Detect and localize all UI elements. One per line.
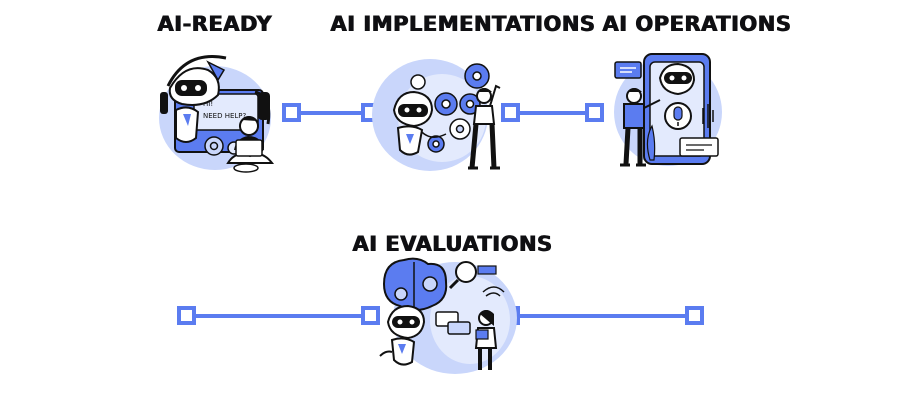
microphone-icon (664, 102, 692, 130)
brain-icon (382, 257, 448, 311)
robot-icon (658, 62, 696, 96)
chat-bubble-icon (435, 311, 471, 335)
robot-icon (379, 304, 426, 366)
person-icon (474, 310, 498, 370)
person-icon (620, 88, 661, 167)
wifi-icon (482, 286, 505, 297)
illustration-ai-implementations (372, 59, 501, 171)
person-icon (468, 84, 501, 170)
person-icon (226, 116, 275, 173)
connector-evaluation-left (177, 306, 380, 325)
stage-title-ai-ready: AI-READY (157, 12, 272, 36)
bubble-text-line1: HI! (203, 100, 213, 108)
robot-icon (392, 90, 434, 156)
stage-title-ai-evaluations: AI EVALUATIONS (352, 232, 553, 256)
illustration-ai-evaluations (379, 257, 517, 374)
robot-icon (168, 67, 220, 143)
connector-evaluation-right (501, 306, 704, 325)
connector-ready-implementation (282, 103, 380, 122)
connector-implementation-operations (501, 103, 604, 122)
stage-title-ai-operations: AI OPERATIONS (602, 12, 791, 36)
illustration-ai-operations (614, 53, 722, 167)
magnifier-icon (448, 261, 497, 290)
headset-icon (160, 55, 271, 125)
bubble-text-line2: NEED HELP? (203, 112, 247, 120)
stage-title-ai-implementations: AI IMPLEMENTATIONS (330, 12, 596, 36)
chat-bubble-icon (614, 61, 719, 157)
laptop-icon (235, 139, 263, 157)
illustration-ai-ready: HI! NEED HELP? (159, 55, 275, 173)
